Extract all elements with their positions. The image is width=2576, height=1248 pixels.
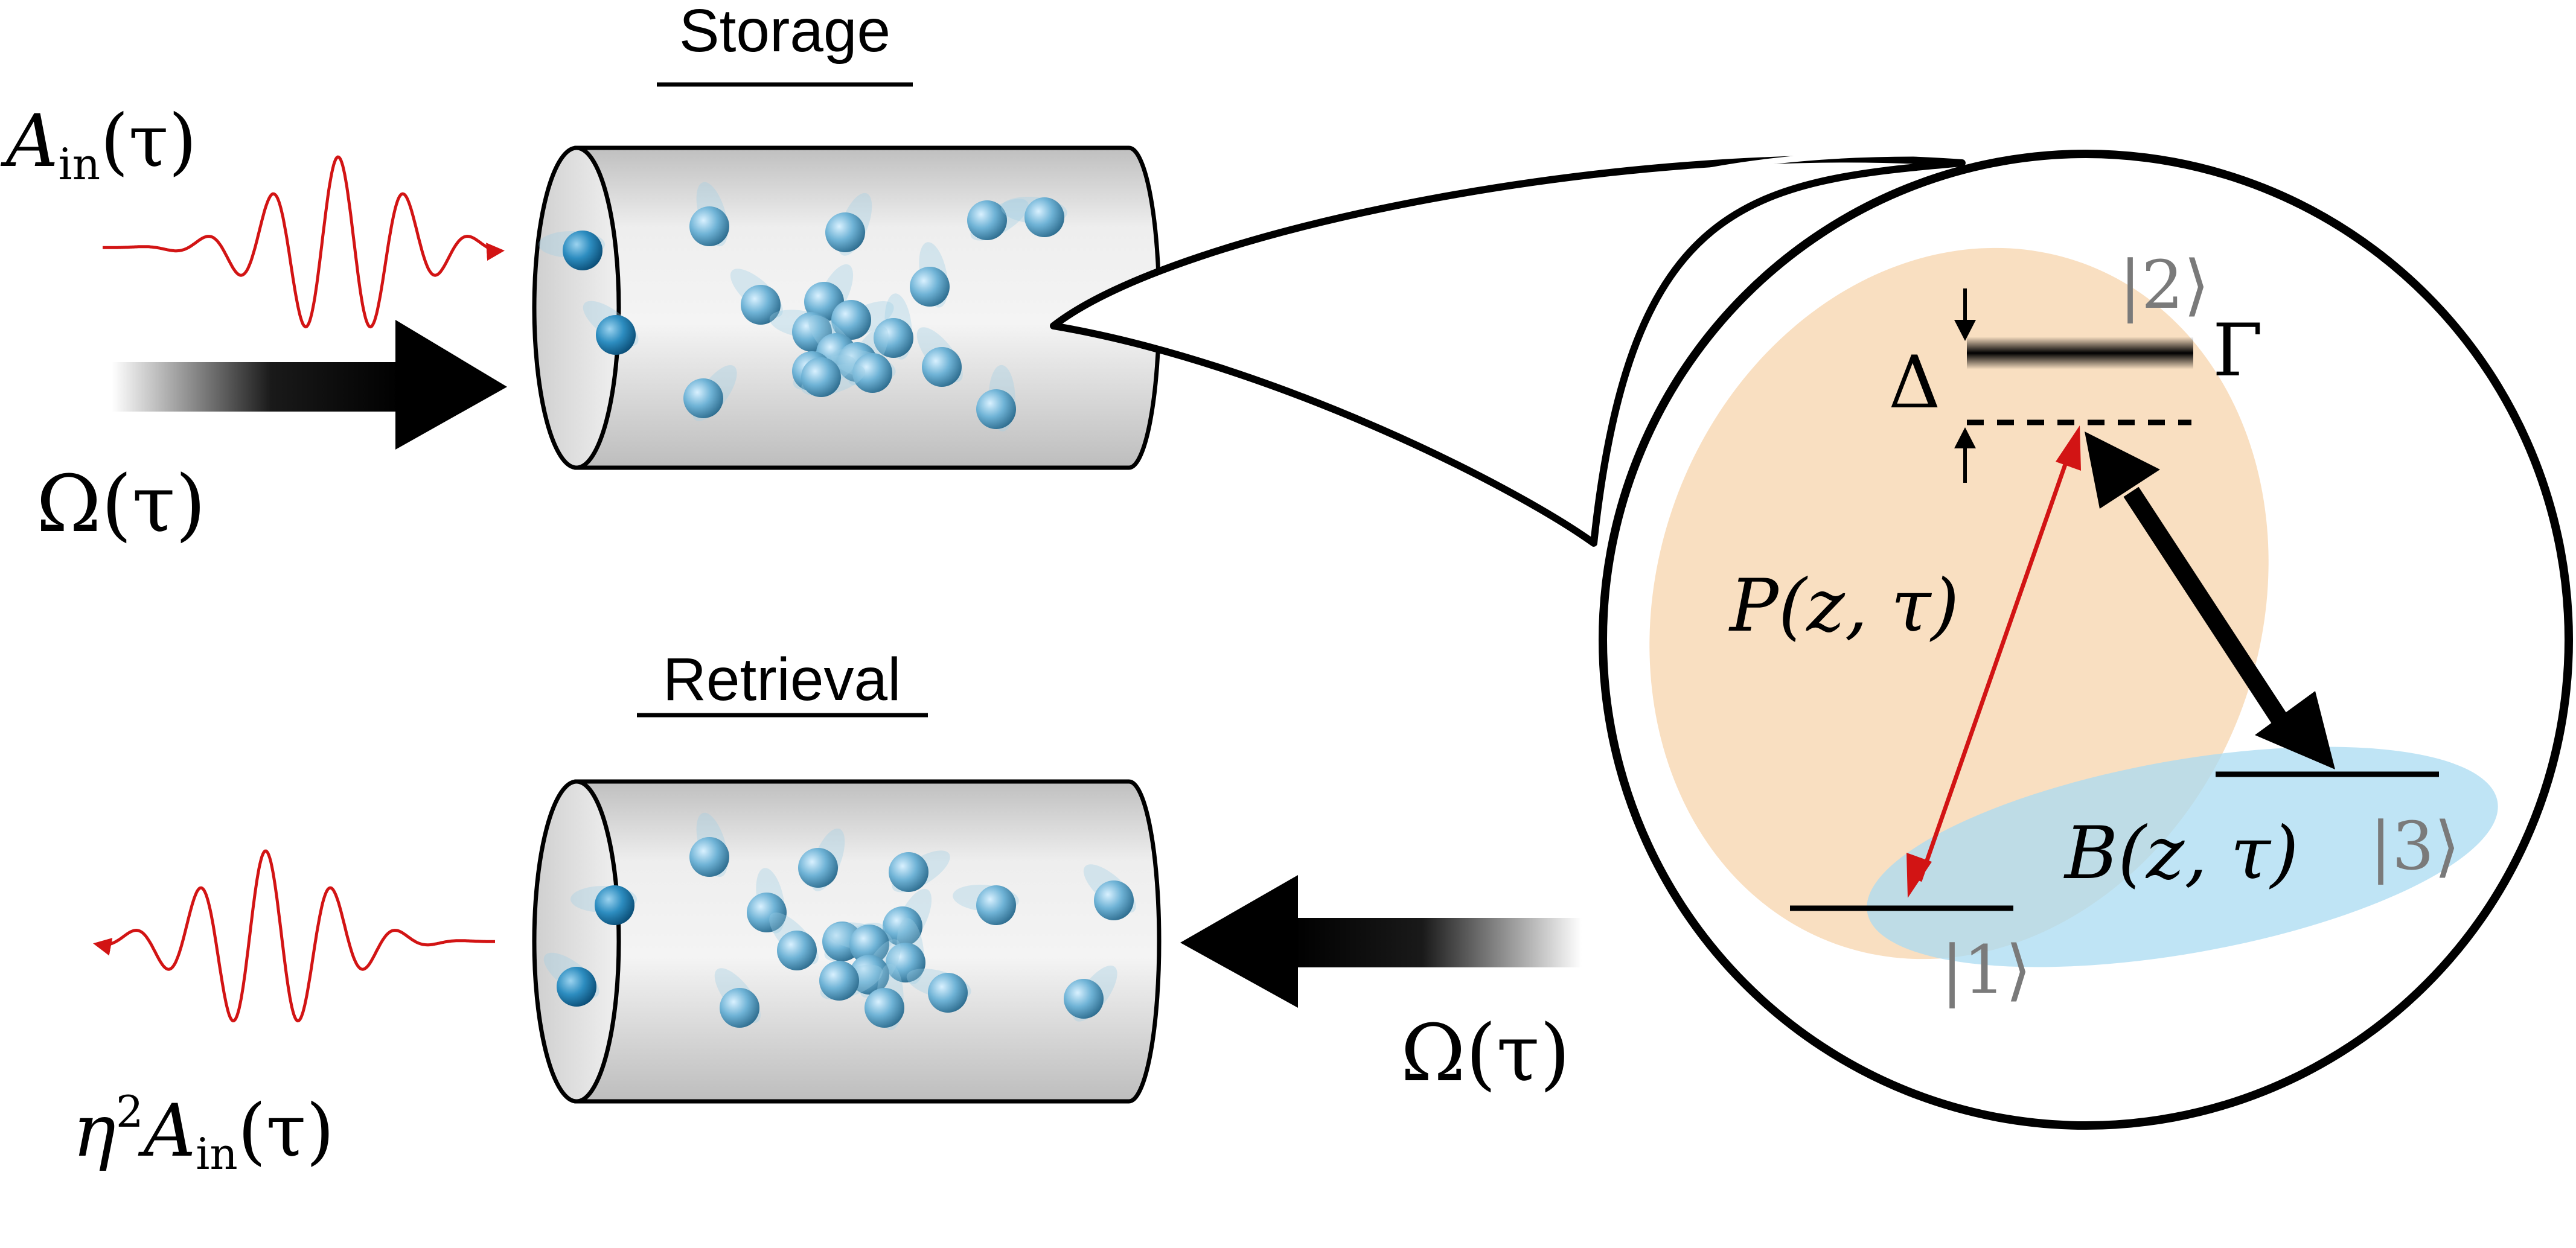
atom xyxy=(928,973,968,1013)
detuning-marker xyxy=(1954,288,1976,483)
atom xyxy=(1064,979,1104,1019)
output-pulse-superscript: 2 xyxy=(116,1086,144,1137)
atom xyxy=(922,347,962,387)
output-pulse-label: η2Ain(τ) xyxy=(72,1086,334,1179)
level-2-label: |2⟩ xyxy=(2119,246,2210,323)
atom xyxy=(596,315,636,355)
spin-wave-label: B(z, τ) xyxy=(2063,812,2299,896)
atom xyxy=(910,267,950,307)
input-pulse-symbol: A xyxy=(0,100,59,183)
retrieval-control-label: Ω(τ) xyxy=(1401,1007,1570,1099)
input-pulse-argument: (τ) xyxy=(100,100,197,183)
level-2-line xyxy=(1967,337,2193,369)
retrieval-atoms xyxy=(543,812,1136,1030)
atom xyxy=(889,852,928,892)
detuning-label: Δ xyxy=(1888,341,1941,425)
atom xyxy=(777,931,817,970)
output-signal-pulse xyxy=(93,849,495,1023)
level-1-label: |1⟩ xyxy=(1941,931,2031,1008)
polarization-label: P(z, τ) xyxy=(1728,564,1959,648)
atom xyxy=(852,353,892,393)
atom xyxy=(798,848,838,888)
input-pulse-label: Ain(τ) xyxy=(0,100,197,189)
storage-control-label: Ω(τ) xyxy=(36,458,206,550)
output-pulse-subscript: in xyxy=(196,1129,237,1179)
atom xyxy=(819,961,859,1001)
atom xyxy=(595,885,634,925)
storage-title: Storage xyxy=(679,0,890,65)
storage-control-arrow xyxy=(112,320,507,450)
output-pulse-prefix: η xyxy=(72,1089,116,1173)
input-pulse-subscript: in xyxy=(59,139,100,189)
storage-atoms xyxy=(539,182,1067,431)
retrieval-cell xyxy=(532,779,1162,1104)
atom xyxy=(720,988,759,1028)
atom xyxy=(874,318,913,358)
retrieval-title: Retrieval xyxy=(663,646,901,713)
atom xyxy=(865,988,904,1028)
atom xyxy=(976,389,1016,429)
atom xyxy=(886,943,925,982)
atom xyxy=(689,837,729,877)
atom xyxy=(563,231,602,270)
signal-transition-arrow xyxy=(1906,425,2081,898)
atom xyxy=(1024,197,1064,237)
storage-cell xyxy=(532,145,1162,470)
control-transition-arrow xyxy=(2085,431,2335,769)
retrieval-control-arrow xyxy=(1180,875,1582,1008)
ground-region xyxy=(1867,747,2498,967)
atom xyxy=(683,378,723,418)
linewidth-label: Γ xyxy=(2213,309,2263,393)
level-scheme: |2⟩ Γ Δ |3⟩ |1⟩ P(z, τ) B xyxy=(1649,246,2498,1008)
atom xyxy=(849,955,889,995)
atom xyxy=(1094,880,1134,920)
atom xyxy=(801,357,841,397)
atom xyxy=(689,206,729,246)
level-3-label: |3⟩ xyxy=(2370,807,2460,885)
atom xyxy=(831,300,871,340)
output-pulse-symbol: A xyxy=(138,1089,196,1173)
output-pulse-argument: (τ) xyxy=(238,1089,334,1173)
storage-panel: Storage Ain(τ) Ω(τ) xyxy=(0,0,1162,550)
atom xyxy=(849,925,889,964)
atom xyxy=(967,200,1007,240)
atom xyxy=(557,967,596,1007)
atom xyxy=(747,893,787,932)
retrieval-panel: Retrieval η2Ain(τ) Ω(τ) xyxy=(72,646,1582,1179)
atom xyxy=(741,285,781,325)
atom xyxy=(883,906,922,946)
atom xyxy=(976,885,1016,925)
atom xyxy=(825,212,865,252)
input-signal-pulse xyxy=(103,155,505,329)
